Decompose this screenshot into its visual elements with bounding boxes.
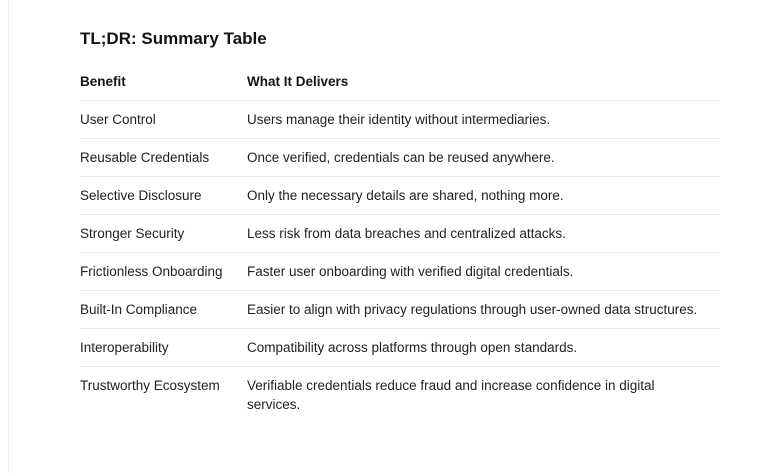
column-header-benefit: Benefit bbox=[80, 66, 247, 101]
table-header: Benefit What It Delivers bbox=[80, 66, 720, 101]
benefit-cell: User Control bbox=[80, 100, 247, 139]
content-area: TL;DR: Summary Table Benefit What It Del… bbox=[80, 0, 720, 423]
benefit-cell: Reusable Credentials bbox=[80, 138, 247, 177]
delivers-cell: Once verified, credentials can be reused… bbox=[247, 138, 720, 177]
delivers-cell: Faster user onboarding with verified dig… bbox=[247, 252, 720, 291]
page-title: TL;DR: Summary Table bbox=[80, 29, 267, 48]
table-row: Trustworthy Ecosystem Verifiable credenti… bbox=[80, 367, 720, 424]
column-header-what-it-delivers: What It Delivers bbox=[247, 66, 720, 101]
delivers-cell: Only the necessary details are shared, n… bbox=[247, 176, 720, 215]
benefit-cell: Selective Disclosure bbox=[80, 176, 247, 215]
benefit-cell: Interoperability bbox=[80, 328, 247, 367]
delivers-cell: Easier to align with privacy regulations… bbox=[247, 290, 720, 329]
header-row: Benefit What It Delivers bbox=[80, 66, 720, 101]
benefit-cell: Frictionless Onboarding bbox=[80, 252, 247, 291]
delivers-cell: Compatibility across platforms through o… bbox=[247, 328, 720, 367]
panel-edge-divider bbox=[8, 0, 9, 473]
benefit-cell: Built-In Compliance bbox=[80, 290, 247, 329]
delivers-cell: Users manage their identity without inte… bbox=[247, 100, 720, 139]
delivers-cell: Verifiable credentials reduce fraud and … bbox=[247, 378, 655, 412]
benefit-cell: Stronger Security bbox=[80, 214, 247, 253]
delivers-cell: Less risk from data breaches and central… bbox=[247, 214, 720, 253]
benefit-cell: Trustworthy Ecosystem bbox=[80, 378, 220, 393]
